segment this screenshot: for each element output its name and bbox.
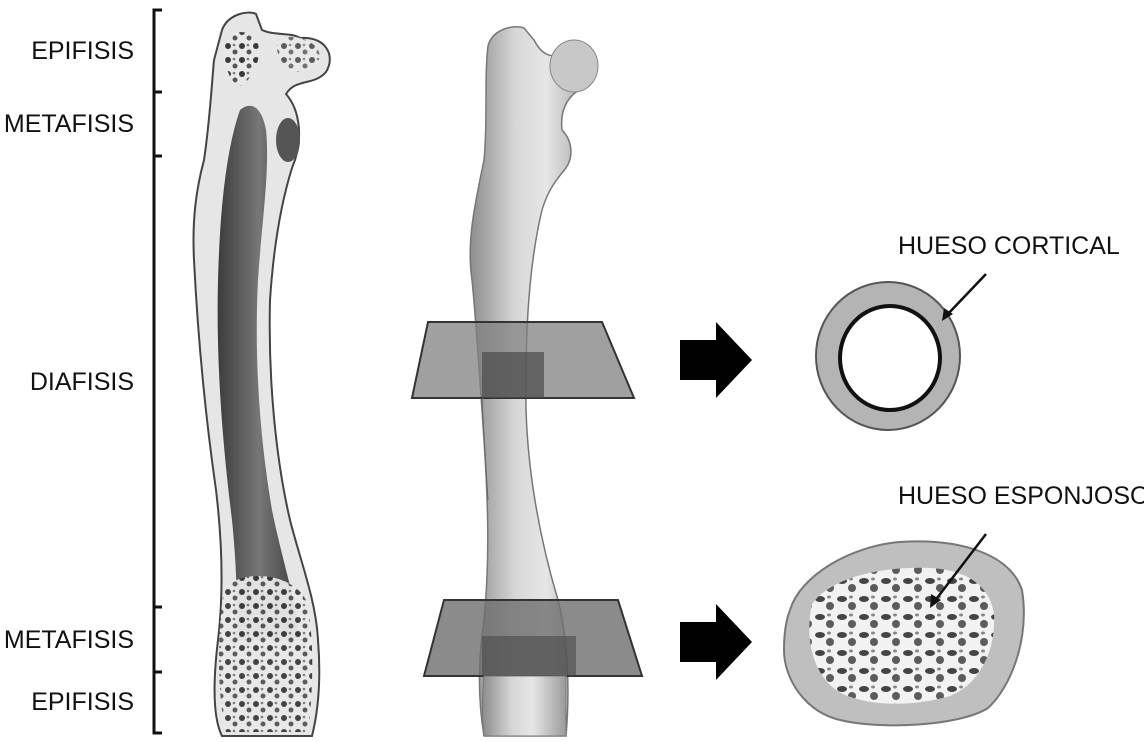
lower-cutting-plane bbox=[424, 600, 642, 676]
arrow-to-cortical bbox=[680, 322, 752, 398]
zone-bracket bbox=[154, 10, 162, 733]
arrow-to-esponjoso bbox=[680, 604, 752, 680]
bone-longitudinal-section bbox=[193, 13, 329, 736]
bone-distal-end bbox=[483, 676, 567, 736]
cortical-section bbox=[816, 282, 960, 430]
esponjoso-section bbox=[784, 541, 1024, 725]
cortical-pointer bbox=[946, 274, 986, 316]
